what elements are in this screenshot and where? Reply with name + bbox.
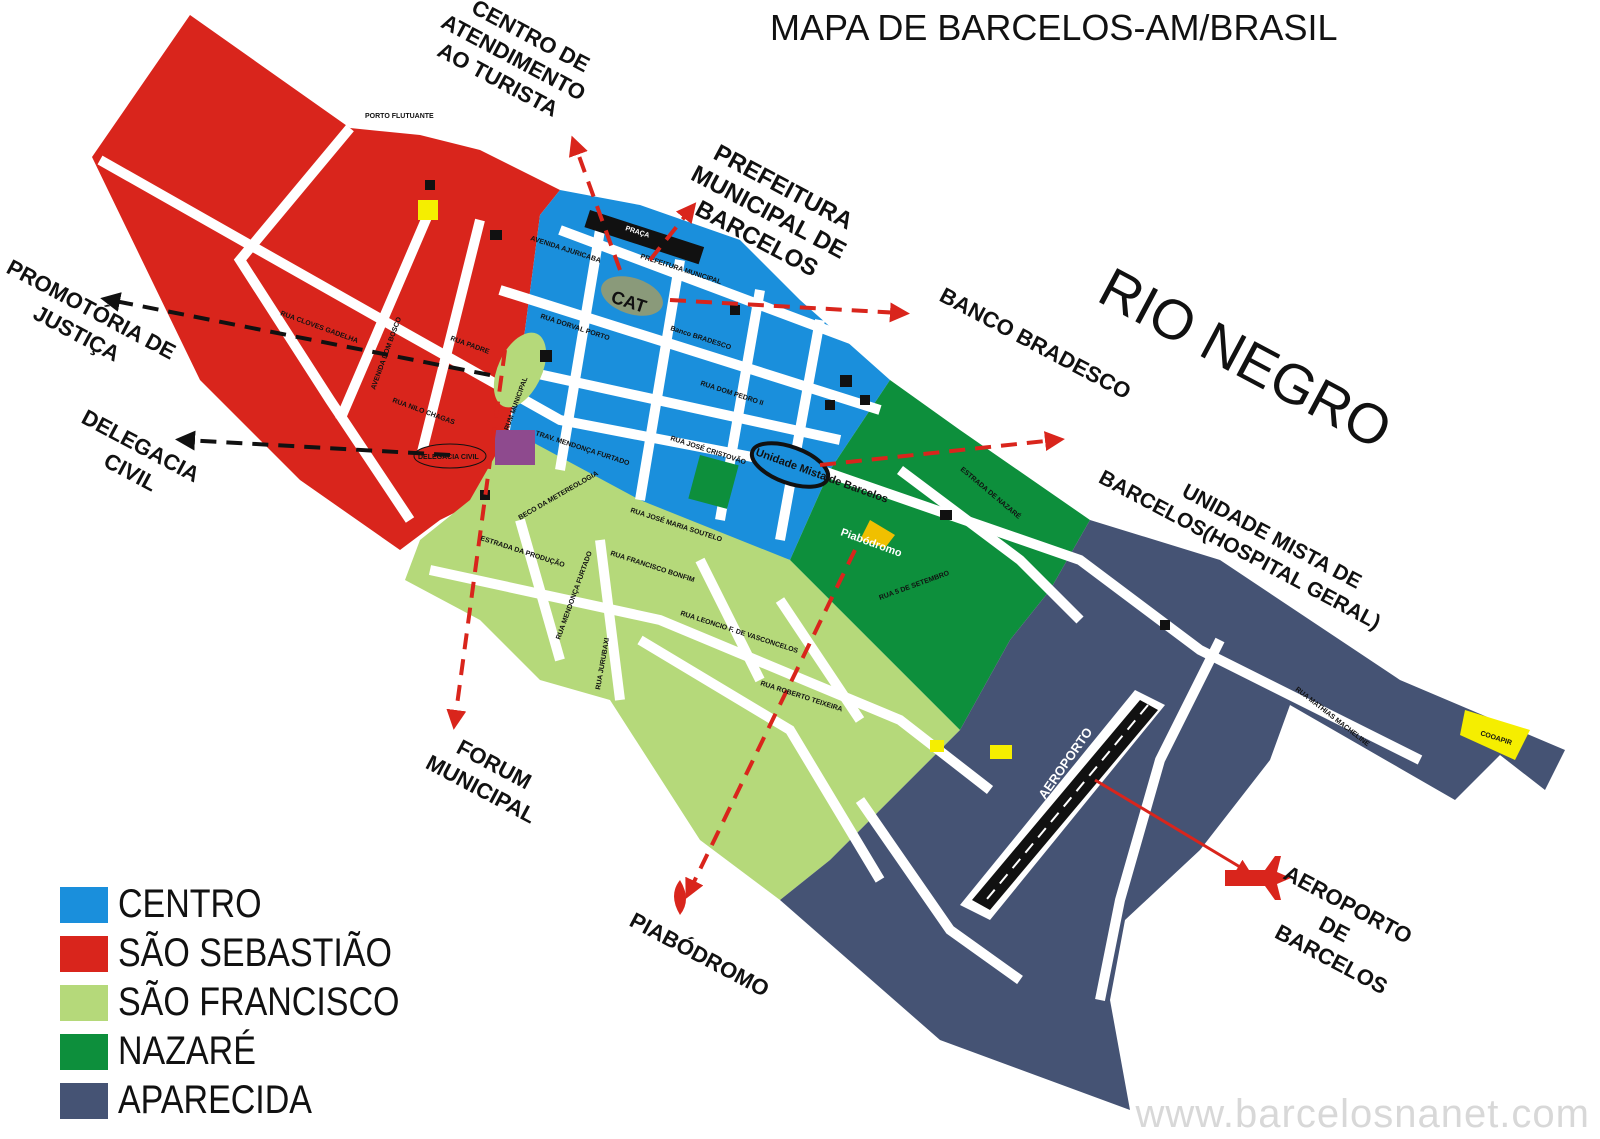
map-title: MAPA DE BARCELOS-AM/BRASIL — [770, 7, 1338, 48]
callout-arrows — [446, 135, 1065, 899]
legend-label: APARECIDA — [118, 1078, 312, 1122]
legend-swatch — [60, 1033, 108, 1070]
cat-area[interactable] — [596, 269, 668, 323]
praca-block — [584, 210, 705, 265]
callout-cat: CENTRO DE ATENDIMENTO AO TURISTA — [433, 0, 593, 122]
arrow-hospital — [819, 431, 1065, 467]
cooapir-block — [1460, 710, 1530, 760]
football-field — [688, 455, 739, 509]
arrow-cat — [568, 135, 622, 271]
legend-label: CENTRO — [118, 882, 262, 926]
district-nazare[interactable] — [790, 380, 1090, 730]
legend-item-nazare: NAZARÉ — [60, 1027, 449, 1076]
callout-forum: FORUM MUNICIPAL — [422, 734, 540, 828]
legend-item-aparecida: APARECIDA — [60, 1076, 449, 1125]
arrow-banco — [669, 298, 910, 323]
legend-swatch — [60, 935, 108, 972]
watermark: www.barcelosnanet.com — [1135, 1092, 1590, 1136]
airport-runway: AEROPORTO — [960, 690, 1165, 920]
black-callout-arrows — [100, 292, 491, 457]
piabodromo-shape[interactable] — [860, 520, 895, 548]
legend: CENTRO SÃO SEBASTIÃO SÃO FRANCISCO NAZAR… — [60, 880, 449, 1125]
callout-piabodromo: PIABÓDROMO — [626, 907, 774, 1001]
legend-item-sao-francisco: SÃO FRANCISCO — [60, 978, 449, 1027]
arrow-prefeitura — [648, 202, 697, 262]
street-network — [97, 124, 1423, 1001]
airport-building — [930, 740, 944, 752]
yellow-block — [418, 200, 438, 220]
arrow-aeroporto — [1094, 778, 1252, 874]
airplane-icon — [1225, 856, 1291, 900]
legend-label: SÃO FRANCISCO — [118, 980, 400, 1024]
legend-item-centro: CENTRO — [60, 880, 449, 929]
legend-item-sao-sebastiao: SÃO SEBASTIÃO — [60, 929, 449, 978]
legend-label: SÃO SEBASTIÃO — [118, 931, 392, 975]
legend-swatch — [60, 1082, 108, 1119]
arrow-delegacia — [175, 430, 451, 457]
purple-block — [495, 430, 535, 465]
callout-delegacia: DELEGACIA CIVIL — [78, 404, 204, 496]
hospital-area[interactable] — [746, 434, 833, 495]
river-label: RIO NEGRO — [1089, 255, 1402, 461]
forum-area[interactable] — [483, 324, 557, 415]
arrow-forum — [446, 349, 507, 730]
legend-swatch — [60, 984, 108, 1021]
airport-building — [990, 745, 1012, 759]
fish-icon — [674, 880, 686, 915]
legend-label: NAZARÉ — [118, 1029, 256, 1073]
legend-swatch — [60, 886, 108, 923]
buildings — [425, 180, 1170, 630]
porto-flutuante-label: PORTO FLUTUANTE — [365, 113, 434, 120]
delegacia-area[interactable] — [413, 443, 487, 469]
delegacia-map-label: DELEGACIA CIVIL — [418, 454, 480, 461]
arrow-piabodromo — [685, 549, 857, 899]
arrow-promotoria — [100, 292, 491, 377]
district-aparecida[interactable] — [780, 520, 1565, 1110]
